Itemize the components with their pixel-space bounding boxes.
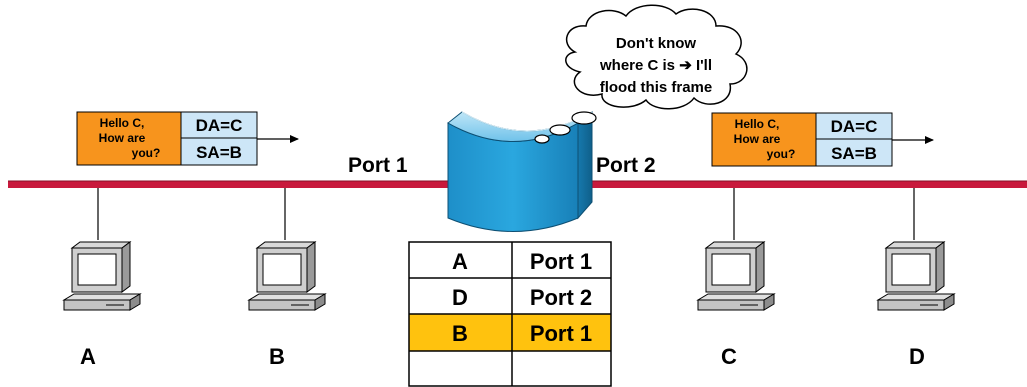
frame-left-sa: SA=B <box>196 143 242 162</box>
frame-right-message-line-3: you? <box>767 147 796 161</box>
frame-right-sa: SA=B <box>831 144 877 163</box>
port-label-right: Port 2 <box>596 154 656 177</box>
host-label-c: C <box>721 344 737 369</box>
frame-right-da: DA=C <box>831 117 878 136</box>
table-row-3-port: Port 1 <box>530 321 592 346</box>
frame-right-message-line-2: How are <box>734 132 781 146</box>
thought-cloud: Don't know where C is ➔ I'll flood this … <box>565 4 748 110</box>
table-row-2-host: D <box>452 285 468 310</box>
thought-dot-medium <box>549 124 571 136</box>
thought-line-1: Don't know <box>616 35 697 52</box>
table-row-1-host: A <box>452 249 468 274</box>
mac-address-table: A Port 1 D Port 2 B Port 1 <box>408 241 612 387</box>
table-row-3-host: B <box>452 321 468 346</box>
frame-right-message-line-1: Hello C, <box>735 117 780 131</box>
frame-left-message-line-2: How are <box>99 131 146 145</box>
host-label-d: D <box>909 344 925 369</box>
frame-right: Hello C, How are you? DA=C SA=B <box>711 112 934 167</box>
frame-left-da: DA=C <box>196 116 243 135</box>
frame-left: Hello C, How are you? DA=C SA=B <box>76 111 299 166</box>
frame-left-sa-box <box>180 137 258 166</box>
thought-line-2-suffix: I'll <box>696 57 712 74</box>
host-label-a: A <box>80 344 96 369</box>
port-label-left: Port 1 <box>348 154 408 177</box>
table-row-3-highlight <box>409 314 611 351</box>
thought-line-2-prefix: where C is <box>599 57 675 74</box>
frame-right-sa-box <box>815 138 893 167</box>
table-row-2-port: Port 2 <box>530 285 592 310</box>
computer-c-icon <box>697 241 775 311</box>
host-label-b: B <box>269 344 285 369</box>
thought-line-2: where C is ➔ I'll <box>599 57 712 74</box>
frame-right-da-box <box>815 112 893 140</box>
frame-left-message-line-1: Hello C, <box>100 116 145 130</box>
computer-a-icon <box>63 241 141 311</box>
table-row-1-port: Port 1 <box>530 249 592 274</box>
computer-d-icon <box>877 241 955 311</box>
frame-left-message-box <box>76 111 182 166</box>
computer-b-icon <box>248 241 326 311</box>
frame-left-message-line-3: you? <box>132 146 161 160</box>
thought-arrow-glyph: ➔ <box>679 57 692 74</box>
thought-dot-small <box>534 134 550 144</box>
thought-dot-large <box>571 111 597 125</box>
thought-line-3: flood this frame <box>600 79 713 96</box>
